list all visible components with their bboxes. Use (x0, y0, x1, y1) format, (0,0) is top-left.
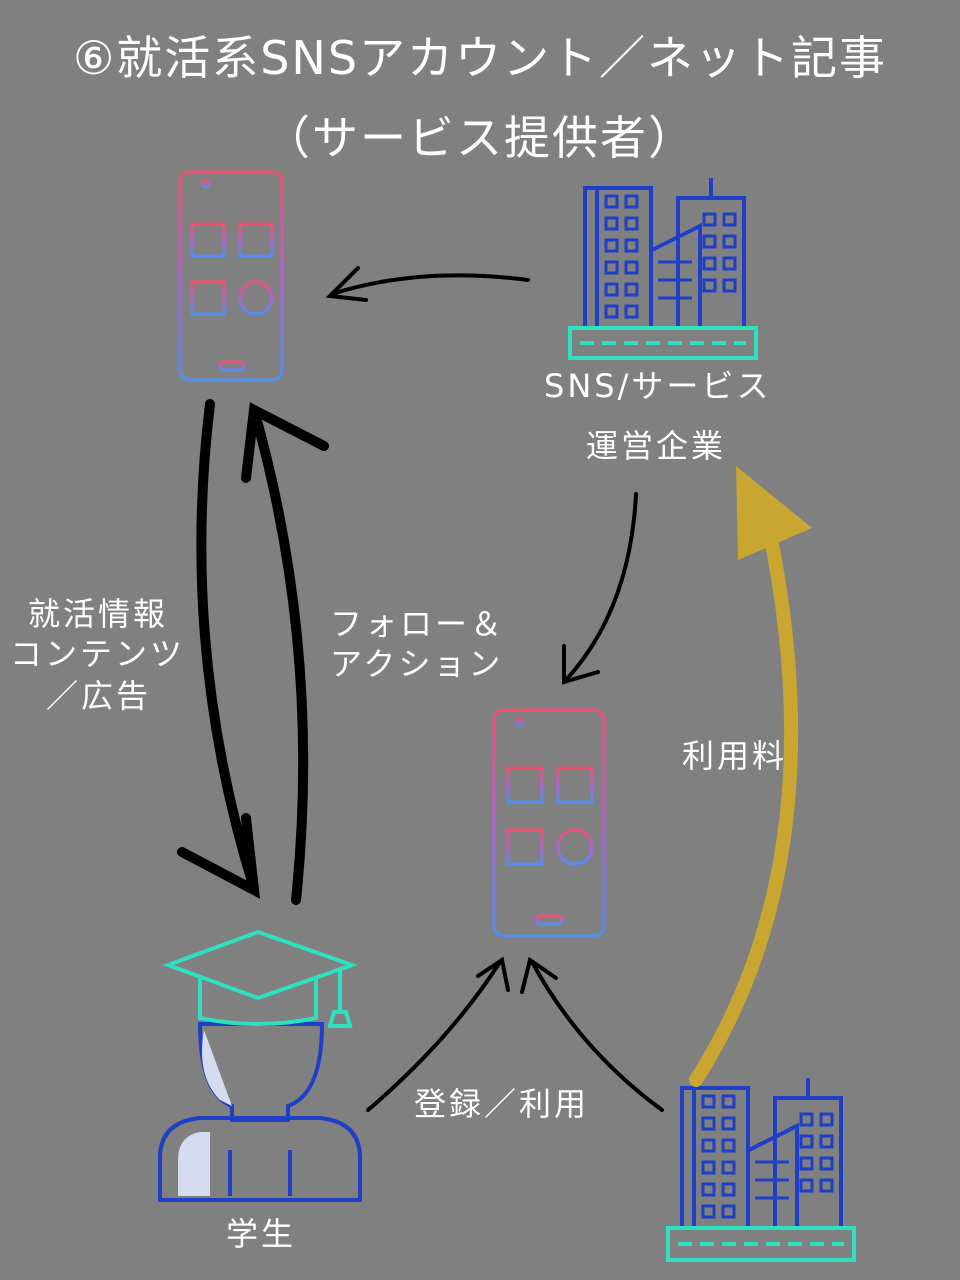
page-title: ⑥就活系SNSアカウント／ネット記事 (72, 31, 888, 85)
arrow-company-to-middle-phone-bottom (520, 956, 664, 1112)
arrow-content-to-student (177, 399, 261, 899)
arrow-company-to-middle-phone (562, 492, 638, 685)
follow-label-line1: フォロー＆ (330, 605, 506, 643)
company-label-line1: SNS/サービス (544, 367, 772, 405)
arrow-follow-to-phone (241, 402, 329, 905)
content-label-line3: ／広告 (46, 677, 152, 715)
content-label-line2: コンテンツ (10, 635, 186, 673)
page-subtitle: （サービス提供者） (264, 111, 696, 165)
office-building-icon (666, 1078, 856, 1262)
student-icon (158, 929, 362, 1202)
arrow-fee-to-company (689, 466, 812, 1087)
follow-label-line2: アクション (330, 645, 504, 683)
graduation-cap-icon (162, 929, 359, 1028)
company-label-line2: 運営企業 (586, 427, 727, 465)
arrow-student-to-middle-phone (366, 956, 510, 1112)
content-label-line1: 就活情報 (28, 595, 169, 633)
register-label: 登録／利用 (414, 1085, 590, 1123)
office-building-icon (568, 178, 758, 360)
arrow-company-to-phone (325, 266, 530, 302)
smartphone-icon (492, 708, 606, 938)
smartphone-icon (178, 170, 284, 382)
fee-label: 利用料 (682, 737, 788, 775)
student-label: 学生 (226, 1215, 297, 1253)
